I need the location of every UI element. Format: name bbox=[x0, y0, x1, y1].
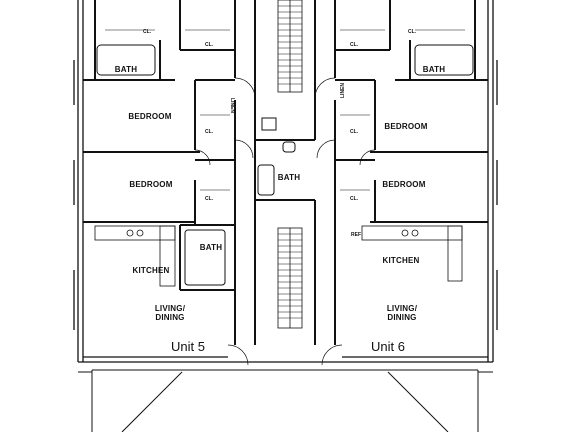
bedroom-label-left-lower: BEDROOM bbox=[129, 180, 172, 189]
unit-5-label: Unit 5 bbox=[171, 339, 205, 354]
closet-label: CL. bbox=[143, 29, 152, 35]
stair-bottom bbox=[277, 227, 303, 329]
exterior-walls bbox=[73, 0, 498, 363]
linen-label: LINEN bbox=[229, 98, 235, 113]
living-label-right-line2: DINING bbox=[387, 313, 416, 322]
closet-label: CL. bbox=[350, 129, 359, 135]
porch-lines bbox=[78, 369, 493, 432]
closet-label: CL. bbox=[205, 42, 214, 48]
bedroom-label-left-upper: BEDROOM bbox=[128, 112, 171, 121]
stair-bottom-treads bbox=[278, 233, 302, 319]
closet-label: CL. bbox=[350, 196, 359, 202]
linen-label: LINEN bbox=[340, 83, 346, 98]
bedroom-label-right-lower: BEDROOM bbox=[382, 180, 425, 189]
left-unit-walls bbox=[83, 0, 235, 291]
living-label-right-line1: LIVING/ bbox=[387, 304, 418, 313]
closet-label: CL. bbox=[205, 129, 214, 135]
living-label-left-line2: DINING bbox=[155, 313, 184, 322]
closet-rods bbox=[105, 29, 465, 191]
bath-label-center: BATH bbox=[278, 173, 300, 182]
bath-label-top-right: BATH bbox=[423, 65, 445, 74]
bedroom-label-right-upper: BEDROOM bbox=[384, 122, 427, 131]
door-swings bbox=[194, 77, 376, 366]
kitchen-counters bbox=[94, 225, 463, 287]
center-bath-fixtures bbox=[257, 117, 296, 196]
living-label-left-line1: LIVING/ bbox=[155, 304, 186, 313]
kitchen-label-right: KITCHEN bbox=[383, 256, 420, 265]
corridor-walls bbox=[234, 0, 336, 345]
closet-label: CL. bbox=[205, 196, 214, 202]
closet-label: CL. bbox=[408, 29, 417, 35]
stair-top bbox=[277, 0, 303, 93]
stair-top-treads bbox=[278, 5, 302, 85]
bath-label-top-left: BATH bbox=[115, 65, 137, 74]
ref-label: REF bbox=[351, 232, 361, 238]
right-unit-walls bbox=[335, 0, 488, 223]
closet-label: CL. bbox=[350, 42, 359, 48]
bath-label-left-mid: BATH bbox=[200, 243, 222, 252]
kitchen-label-left: KITCHEN bbox=[133, 266, 170, 275]
unit-6-label: Unit 6 bbox=[371, 339, 405, 354]
bath-tubs bbox=[96, 44, 474, 286]
